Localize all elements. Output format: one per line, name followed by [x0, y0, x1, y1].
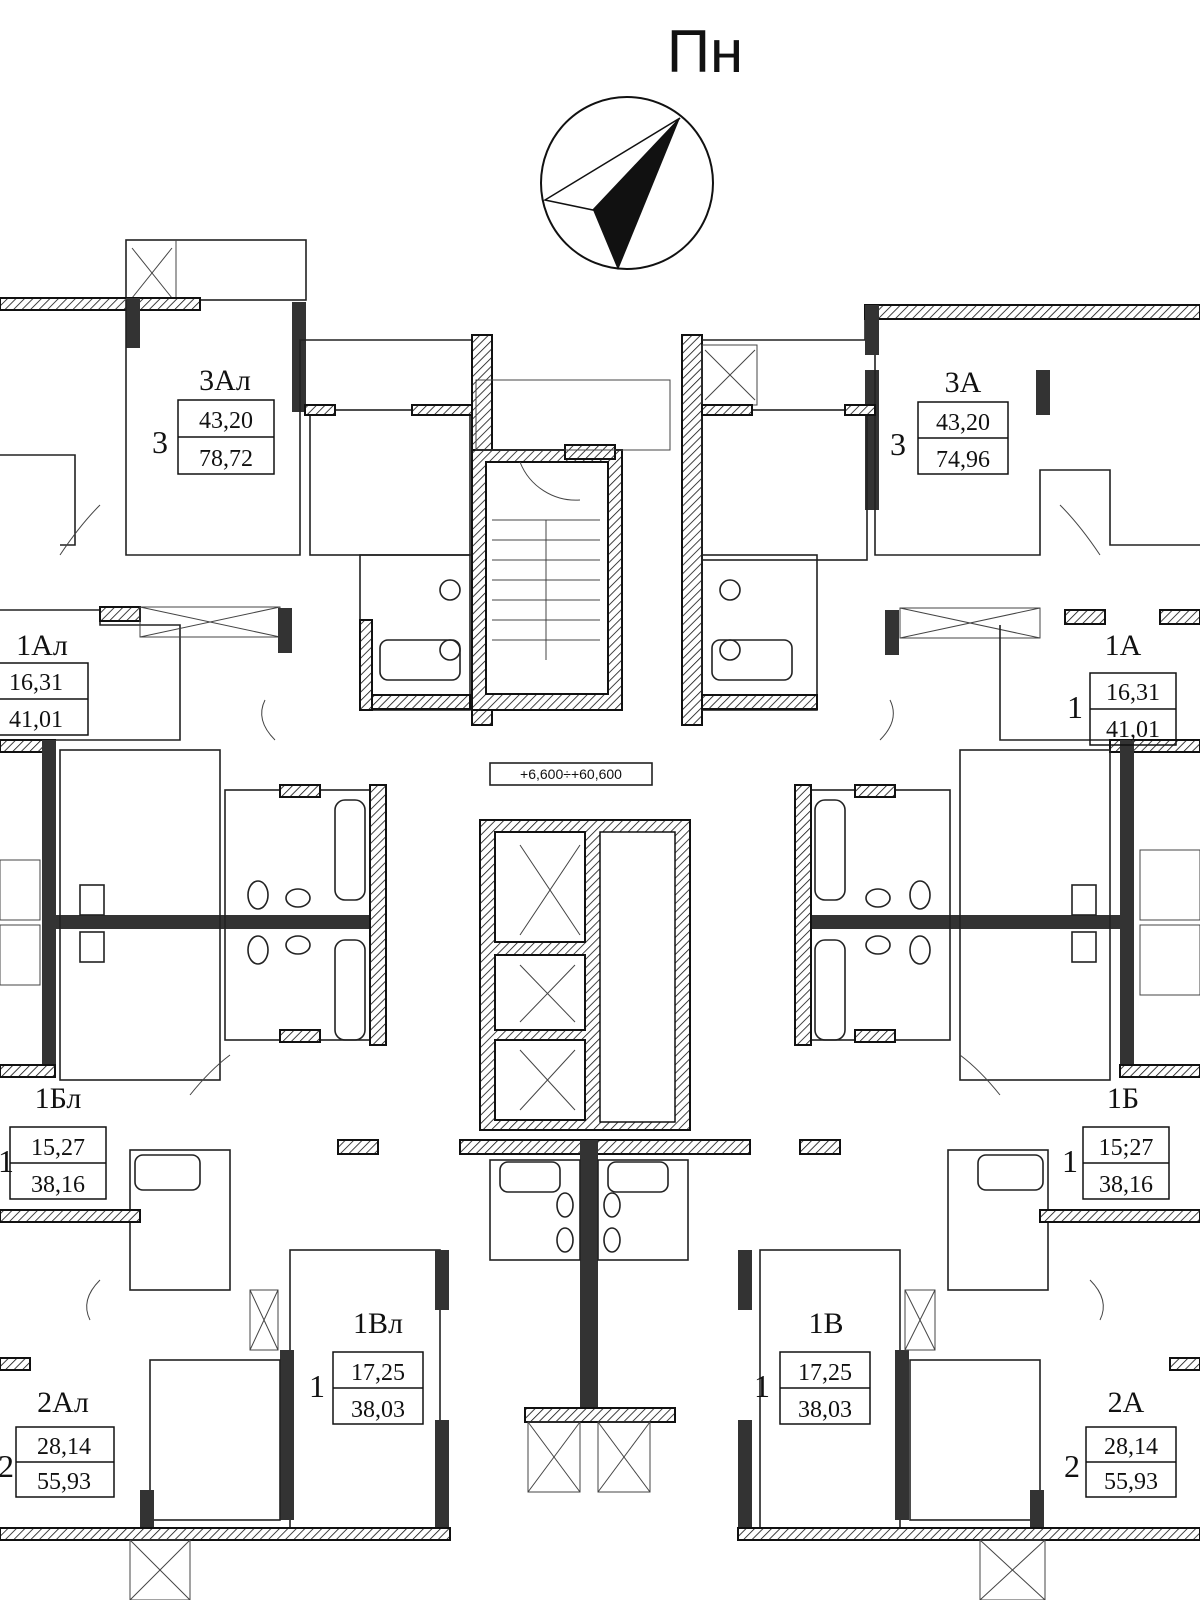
apartment-name: 2Ал [37, 1386, 89, 1419]
living-area: 28,14 [1104, 1434, 1158, 1460]
total-area: 38,16 [31, 1172, 85, 1198]
total-area: 38,03 [351, 1397, 405, 1423]
total-area: 55,93 [1104, 1469, 1158, 1495]
apartment-name: 3Ал [199, 364, 251, 397]
apartment-2A: 2А 2 28,14 55,93 [1064, 1386, 1177, 1498]
apartment-rooms: 3 [890, 426, 906, 462]
apartment-name: 1Ал [16, 629, 68, 662]
apartment-1A: 1А 1 16,31 41,01 [1067, 629, 1177, 746]
apartment-rooms: 1 [1062, 1143, 1078, 1179]
apartment-1B: 1Б 1 15;27 38,16 [1062, 1082, 1170, 1200]
apartment-2Al: 2Ал 2 28,14 55,93 [0, 1386, 115, 1498]
total-area: 55,93 [37, 1469, 91, 1495]
apartment-rooms: 3 [152, 424, 168, 460]
stairs-icon [492, 461, 600, 660]
apartment-1Al: 1Ал 16,31 41,01 [0, 629, 89, 736]
apartment-1Bl: 1Бл 1 15,27 38,16 [0, 1082, 107, 1200]
living-area: 15;27 [1099, 1135, 1154, 1161]
balcony-cross-icon [704, 349, 756, 401]
apartment-3A: 3А 3 43,20 74,96 [890, 366, 1009, 475]
living-area: 43,20 [936, 410, 990, 436]
apartment-1Vl: 1Вл 1 17,25 38,03 [309, 1307, 424, 1425]
apartment-name: 2А [1108, 1386, 1145, 1419]
apartment-rooms: 2 [0, 1448, 14, 1484]
balcony-cross-icon [131, 247, 173, 299]
living-area: 16,31 [1106, 680, 1160, 706]
apartment-name: 1Б [1107, 1082, 1139, 1115]
apartment-name: 1А [1105, 629, 1142, 662]
total-area: 38,03 [798, 1397, 852, 1423]
compass-icon [540, 96, 714, 270]
building-outline: +6,600÷+60,600 [0, 239, 1200, 1600]
elevator-icon [519, 844, 581, 1111]
total-area: 78,72 [199, 446, 253, 472]
apartment-name: 1Вл [353, 1307, 403, 1340]
elevation-label: +6,600÷+60,600 [520, 766, 622, 782]
total-area: 41,01 [1106, 717, 1160, 743]
north-label: Пн [667, 18, 743, 85]
apartment-name: 3А [945, 366, 982, 399]
apartment-rooms: 1 [754, 1368, 770, 1404]
total-area: 38,16 [1099, 1172, 1153, 1198]
living-area: 17,25 [798, 1360, 852, 1386]
living-area: 15,27 [31, 1135, 85, 1161]
total-area: 74,96 [936, 447, 990, 473]
apartment-1V: 1В 1 17,25 38,03 [754, 1307, 871, 1425]
total-area: 41,01 [9, 707, 63, 733]
living-area: 17,25 [351, 1360, 405, 1386]
apartment-name: 1В [808, 1307, 843, 1340]
apartment-rooms: 1 [1067, 689, 1083, 725]
apartment-3Al: 3Ал 3 43,20 78,72 [152, 364, 275, 475]
apartment-rooms: 1 [0, 1143, 14, 1179]
apartment-name: 1Бл [35, 1082, 82, 1115]
living-area: 43,20 [199, 408, 253, 434]
apartment-rooms: 1 [309, 1368, 325, 1404]
living-area: 16,31 [9, 670, 63, 696]
living-area: 28,14 [37, 1434, 91, 1460]
apartment-rooms: 2 [1064, 1448, 1080, 1484]
